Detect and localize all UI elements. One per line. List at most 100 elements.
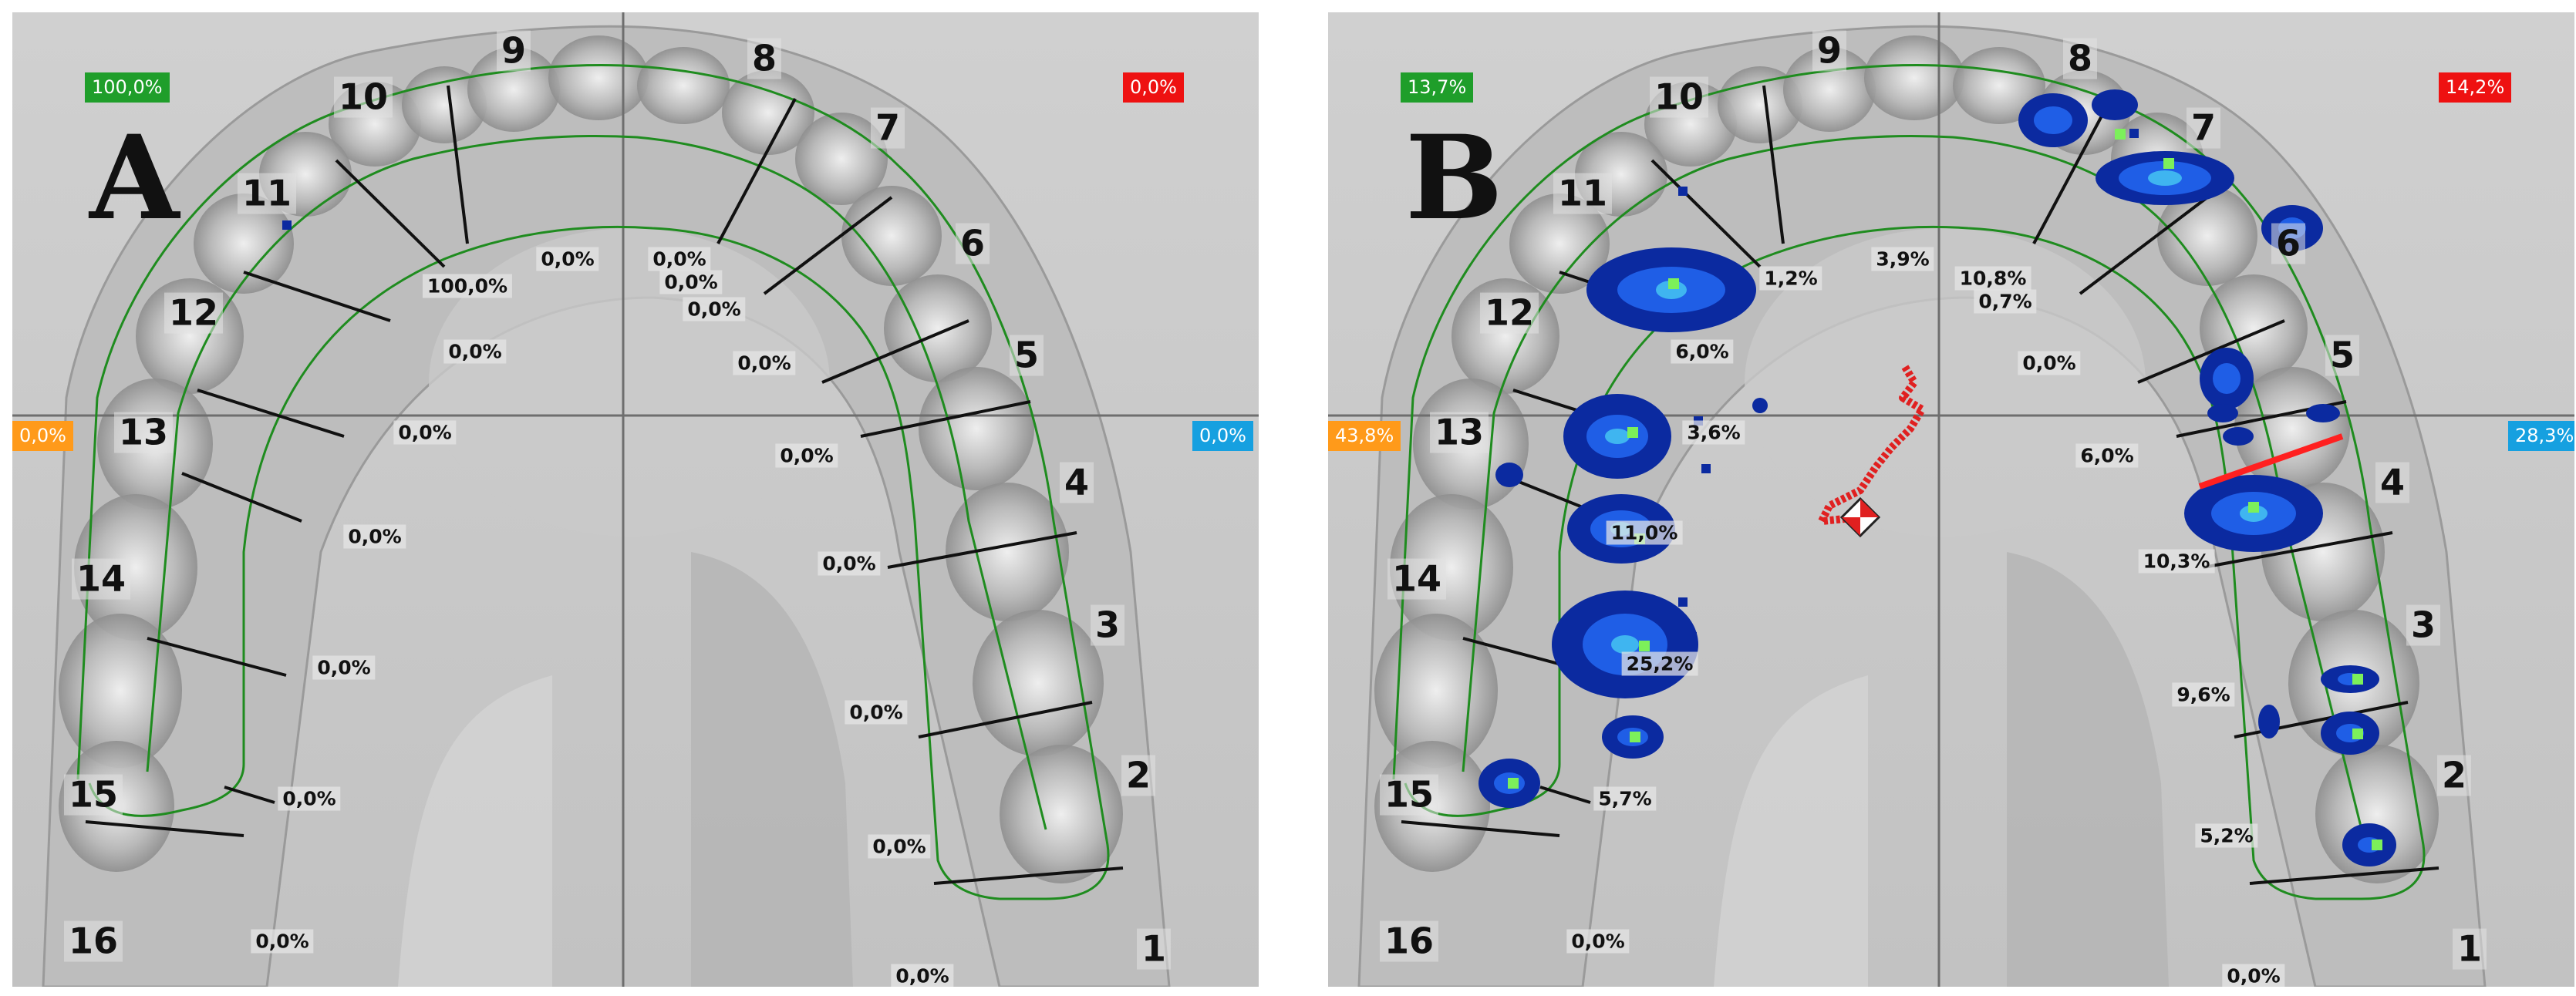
pressure-area <box>2092 89 2138 120</box>
palate-shading <box>1745 228 2146 537</box>
tooth-number: 1 <box>2452 928 2487 970</box>
center-of-force-marker <box>1839 496 1881 538</box>
pressure-area <box>2223 427 2254 446</box>
tooth-shading <box>1390 494 1513 641</box>
segment-percent: 25,2% <box>1621 651 1698 676</box>
segment-percent: 0,0% <box>868 834 931 859</box>
tooth-number: 14 <box>1387 558 1447 600</box>
segment-percent: 0,0% <box>683 297 746 321</box>
tooth-number: 2 <box>1121 755 1156 796</box>
tooth-number: 15 <box>1379 774 1439 816</box>
segment-divider <box>85 820 244 837</box>
badge-top-left: 13,7% <box>1401 72 1474 103</box>
tooth-shading <box>722 70 814 155</box>
segment-percent: 0,0% <box>536 247 599 271</box>
arch-curve-outer <box>1392 63 2426 900</box>
segment-percent: 5,7% <box>1593 786 1657 811</box>
segment-percent: 0,0% <box>775 443 838 468</box>
segment-percent: 0,0% <box>2018 351 2081 375</box>
contact-point <box>1688 632 1697 641</box>
pressure-peak <box>2248 502 2259 513</box>
segment-divider <box>147 637 287 677</box>
tooth-shading <box>1000 745 1123 883</box>
tooth-number: 13 <box>1429 412 1489 453</box>
tooth-shading <box>884 274 992 382</box>
segment-percent: 0,7% <box>1974 289 2037 314</box>
pressure-peak <box>1627 427 1638 438</box>
panel-letter: A <box>89 110 180 246</box>
segment-divider <box>243 271 391 322</box>
pressure-peak <box>2372 840 2382 850</box>
badge-top-right: 0,0% <box>1123 72 1184 103</box>
tooth-shading <box>841 186 942 286</box>
pressure-area <box>2034 106 2072 134</box>
floor-shading <box>1714 675 1868 987</box>
contact-point <box>1678 597 1688 607</box>
segment-divider <box>918 701 1093 739</box>
contact-point <box>282 220 292 230</box>
tooth-number: 13 <box>113 412 174 453</box>
pressure-area <box>1611 635 1639 654</box>
badge-right: 0,0% <box>1192 421 1253 451</box>
tooth-number: 7 <box>2186 107 2221 149</box>
tooth-number: 8 <box>747 38 782 79</box>
segment-percent: 0,0% <box>393 420 457 445</box>
pressure-area <box>1752 398 1768 413</box>
segment-divider <box>447 85 469 244</box>
segment-percent: 9,6% <box>2172 682 2235 707</box>
force-marker-line <box>2198 433 2344 490</box>
segment-divider <box>181 472 302 523</box>
segment-divider <box>763 196 893 295</box>
badge-left: 0,0% <box>12 421 73 451</box>
pressure-peak <box>2352 674 2363 685</box>
segment-divider <box>716 98 797 244</box>
tooth-shading <box>946 483 1069 621</box>
pressure-area <box>2240 505 2267 522</box>
segment-percent: 3,9% <box>1871 247 1934 271</box>
segment-divider <box>2203 531 2393 569</box>
segment-percent: 0,0% <box>2222 964 2285 987</box>
tooth-shading <box>637 47 730 124</box>
segment-divider <box>2079 196 2209 295</box>
tooth-number: 12 <box>1479 292 1539 334</box>
segment-percent: 0,0% <box>443 339 507 364</box>
tooth-number: 10 <box>333 76 393 118</box>
segment-divider <box>821 319 969 384</box>
tooth-number: 8 <box>2062 38 2098 79</box>
segment-percent: 0,0% <box>1566 929 1630 954</box>
floor-shading <box>691 552 853 987</box>
pressure-area <box>2148 170 2182 186</box>
contact-point <box>2129 129 2139 138</box>
pressure-peak <box>1668 278 1679 289</box>
arch-curve-inner <box>88 225 1000 900</box>
tooth-number: 15 <box>63 774 123 816</box>
segment-divider <box>1539 786 1591 804</box>
segment-percent: 0,0% <box>343 524 406 549</box>
segment-percent: 1,2% <box>1759 266 1822 291</box>
segment-divider <box>1762 85 1785 244</box>
tooth-number: 3 <box>2406 604 2441 646</box>
tooth-number: 5 <box>1009 335 1044 376</box>
tooth-number: 4 <box>2375 462 2410 503</box>
segment-divider <box>2032 98 2112 244</box>
segment-percent: 0,0% <box>733 351 796 375</box>
badge-right: 28,3% <box>2508 421 2574 451</box>
contact-point <box>1701 464 1711 473</box>
tooth-number: 10 <box>1649 76 1709 118</box>
tooth-number: 12 <box>164 292 224 334</box>
segment-percent: 0,0% <box>659 270 723 294</box>
pressure-peak <box>2352 728 2363 739</box>
segment-divider <box>860 400 1031 438</box>
segment-divider <box>1650 159 1762 268</box>
pressure-peak <box>1639 641 1650 651</box>
tooth-number: 11 <box>237 173 297 214</box>
segment-percent: 0,0% <box>251 929 314 954</box>
segment-percent: 6,0% <box>1671 339 1734 364</box>
tooth-number: 7 <box>870 107 905 149</box>
pressure-area <box>2258 705 2280 739</box>
segment-divider <box>197 389 345 438</box>
tooth-shading <box>1509 193 1610 294</box>
